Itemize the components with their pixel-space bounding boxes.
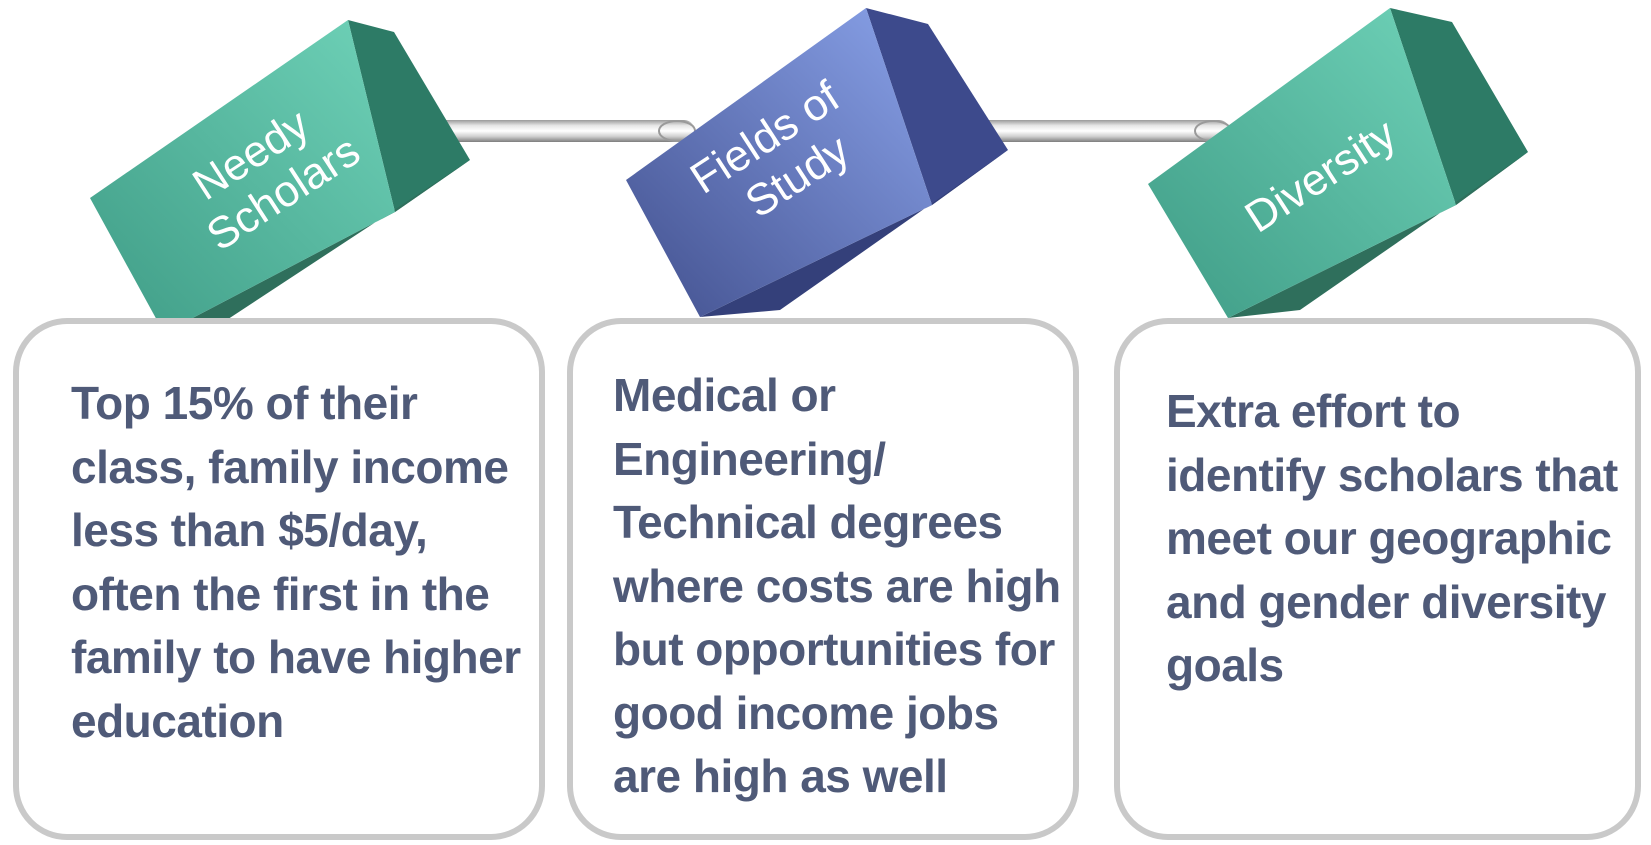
block-diversity: Diversity xyxy=(1148,8,1528,318)
card-line: but opportunities for xyxy=(613,623,1055,675)
card-text-fields-of-study: Medical or Engineering/ Technical degree… xyxy=(613,364,1061,809)
card-line: education xyxy=(71,694,284,747)
block-needy-scholars: Needy Scholars xyxy=(90,20,470,333)
card-line: class, family income xyxy=(71,440,509,493)
card-line: less than $5/day, xyxy=(71,504,428,556)
card-diversity: Extra effort to identify scholars that m… xyxy=(1114,318,1641,840)
card-line: Engineering/ xyxy=(613,432,886,485)
card-text-diversity: Extra effort to identify scholars that m… xyxy=(1166,380,1618,698)
card-line: Top 15% of their xyxy=(71,377,418,429)
card-line: identify scholars that xyxy=(1166,448,1618,501)
card-line: family to have higher xyxy=(71,631,521,683)
card-line: and gender diversity xyxy=(1166,575,1606,628)
card-line: meet our geographic xyxy=(1166,512,1612,564)
card-line: good income jobs xyxy=(613,686,999,739)
card-line: Extra effort to xyxy=(1166,385,1461,437)
card-line: are high as well xyxy=(613,750,948,802)
card-fields-of-study: Medical or Engineering/ Technical degree… xyxy=(567,318,1079,840)
card-text-needy-scholars: Top 15% of their class, family income le… xyxy=(71,372,521,753)
card-line: often the first in the xyxy=(71,567,490,620)
card-line: Medical or xyxy=(613,369,836,421)
block-fields-of-study: Fields of Study xyxy=(626,8,1008,317)
card-needy-scholars: Top 15% of their class, family income le… xyxy=(13,318,545,840)
card-line: where costs are high xyxy=(613,559,1061,612)
card-line: Technical degrees xyxy=(613,496,1003,548)
card-line: goals xyxy=(1166,639,1284,691)
